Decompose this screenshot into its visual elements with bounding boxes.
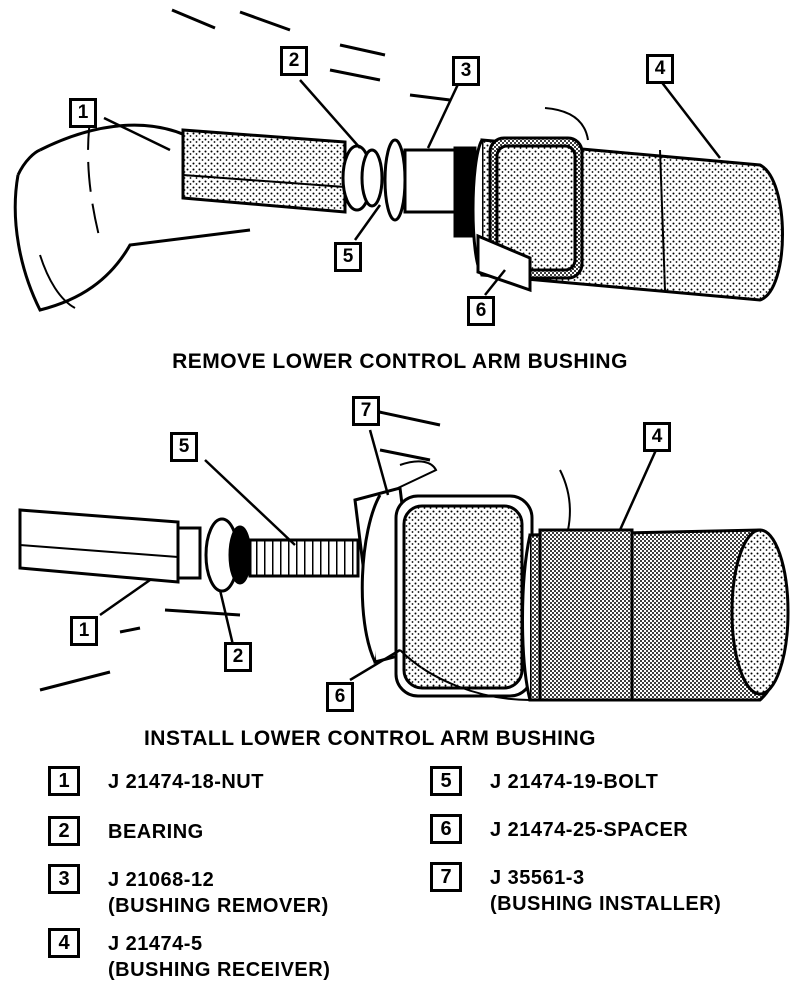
callout-6-install: 6	[326, 682, 354, 712]
legend-label: J 21474-19-BOLT	[490, 771, 659, 793]
callout-3-remove: 3	[452, 56, 480, 86]
remove-caption: REMOVE LOWER CONTROL ARM BUSHING	[172, 350, 628, 373]
install-illustration	[18, 408, 790, 702]
legend-number: 6	[430, 814, 462, 844]
callout-2-remove: 2	[280, 46, 308, 76]
legend-sublabel: (BUSHING RECEIVER)	[108, 959, 331, 981]
callout-7-install: 7	[352, 396, 380, 426]
legend-sublabel: (BUSHING INSTALLER)	[490, 893, 722, 915]
legend-label: J 21068-12	[108, 869, 215, 891]
legend-label: J 21474-18-NUT	[108, 771, 264, 793]
callout-4-remove: 4	[646, 54, 674, 84]
legend-number: 1	[48, 766, 80, 796]
legend-number: 2	[48, 816, 80, 846]
callout-1-install: 1	[70, 616, 98, 646]
legend-number: 5	[430, 766, 462, 796]
legend-number: 7	[430, 862, 462, 892]
legend-number: 4	[48, 928, 80, 958]
legend-label: J 35561-3	[490, 867, 585, 889]
legend-label: J 21474-25-SPACER	[490, 819, 689, 841]
callout-6-remove: 6	[467, 296, 495, 326]
legend-sublabel: (BUSHING REMOVER)	[108, 895, 329, 917]
legend-label: BEARING	[108, 821, 204, 843]
callout-5-remove: 5	[334, 242, 362, 272]
callout-1-remove: 1	[69, 98, 97, 128]
install-caption: INSTALL LOWER CONTROL ARM BUSHING	[143, 727, 597, 750]
legend-number: 3	[48, 864, 80, 894]
callout-5-install: 5	[170, 432, 198, 462]
legend-label: J 21474-5	[108, 933, 203, 955]
callout-2-install: 2	[224, 642, 252, 672]
callout-4-install: 4	[643, 422, 671, 452]
remove-illustration	[13, 8, 784, 312]
